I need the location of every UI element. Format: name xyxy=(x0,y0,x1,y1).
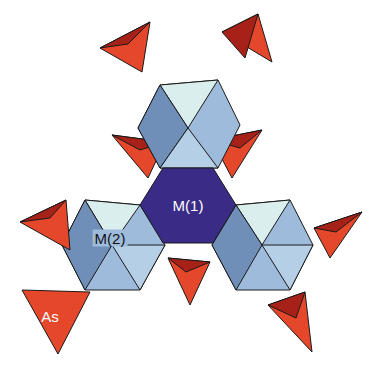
tetrahedron-face xyxy=(100,22,150,48)
site-label: M(1) xyxy=(171,197,206,214)
octahedron-face xyxy=(262,245,313,290)
as-tetrahedron xyxy=(222,14,272,62)
atom-label: As xyxy=(39,308,61,325)
m1-octahedron xyxy=(140,168,236,243)
octahedron-face xyxy=(112,245,165,290)
as-tetrahedron xyxy=(20,200,70,250)
site-label: M(2) xyxy=(93,230,128,247)
as-tetrahedron xyxy=(314,212,362,258)
as-tetrahedron xyxy=(100,22,150,72)
m2-octahedron xyxy=(138,80,240,168)
tetrahedron-face xyxy=(314,212,362,232)
tetrahedron-face xyxy=(168,258,210,272)
tetrahedron-face xyxy=(268,292,305,318)
as-tetrahedron xyxy=(168,258,210,305)
as-tetrahedron xyxy=(268,292,312,352)
octahedron-face xyxy=(160,128,218,168)
as-tetrahedron xyxy=(22,290,90,354)
tetrahedron-face xyxy=(20,200,66,222)
tetrahedron-face xyxy=(222,14,258,58)
